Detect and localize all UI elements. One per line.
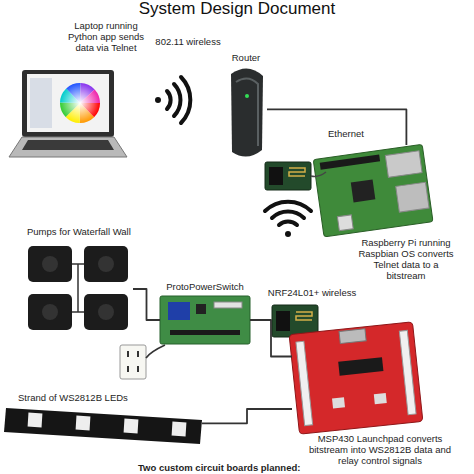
- gpio-header: [320, 154, 380, 169]
- router-illustration: [231, 68, 263, 156]
- msp-header: [399, 330, 416, 414]
- diagram-title: System Design Document: [0, 0, 474, 18]
- color-wheel: [60, 83, 100, 123]
- led-strip: [4, 408, 202, 444]
- laptop-illustration: [9, 70, 127, 157]
- pump: [84, 246, 128, 282]
- outlet-plate: [120, 345, 146, 379]
- button: [374, 393, 387, 404]
- button: [332, 397, 345, 408]
- led: [124, 419, 139, 434]
- usb-connector: [339, 329, 366, 344]
- pump-cord: [72, 264, 84, 312]
- component-caption: MSP430 Launchpad converts bitstream into…: [302, 433, 458, 466]
- led: [28, 413, 43, 428]
- component-node: Strand of WS2812B LEDs: [6, 408, 202, 442]
- laptop-keyboard: [22, 140, 114, 150]
- msp-header: [296, 341, 313, 425]
- router-body: [231, 68, 263, 156]
- wheel-center: [60, 83, 100, 123]
- app-panel: [30, 78, 52, 128]
- outlet-slot: [127, 351, 129, 357]
- laptop-base: [9, 137, 127, 157]
- cable-connector: [250, 320, 292, 357]
- pumps-illustration: [28, 246, 128, 330]
- switch-pcb: [160, 296, 250, 344]
- component-caption: Raspberry Pi running Raspbian OS convert…: [354, 237, 458, 281]
- pump-inlet: [98, 304, 114, 320]
- wifi-arc: [279, 221, 297, 225]
- component-caption: Router: [206, 52, 286, 63]
- outlet-slot: [137, 366, 139, 372]
- nrf-antenna: [296, 312, 312, 320]
- wifi-arc: [174, 84, 180, 116]
- outlet-slot: [127, 366, 129, 372]
- wifi-arc: [167, 91, 171, 109]
- wifi-arc: [265, 202, 311, 211]
- laptop-lid: [22, 70, 114, 137]
- wifi-arc: [181, 77, 190, 123]
- nrf-module: [265, 162, 311, 190]
- wifi-symbol: [265, 202, 311, 237]
- wifi-dot: [285, 231, 291, 237]
- raspberry-pi-illustration: [265, 144, 433, 237]
- power-cord: [146, 345, 165, 358]
- component-caption: Pumps for Waterfall Wall: [27, 226, 167, 237]
- switch-board-illustration: [160, 296, 250, 344]
- outlet-illustration: [120, 345, 165, 379]
- nrf-antenna: [289, 168, 305, 176]
- pump-inlet: [42, 256, 58, 272]
- relay: [168, 302, 190, 320]
- pump: [28, 294, 72, 330]
- pi-board: [313, 144, 433, 237]
- cable-connector: [202, 409, 292, 423]
- ethernet-port: [396, 182, 429, 212]
- msp-pcb: [289, 322, 423, 434]
- nrf-pins: [276, 311, 290, 331]
- component-node: Router: [225, 68, 267, 160]
- led-strip-illustration: [4, 408, 202, 444]
- component-caption: Laptop running Python app sends data via…: [60, 20, 152, 53]
- msp-chip: [338, 357, 383, 376]
- annotation-label: 802.11 wireless: [146, 36, 230, 47]
- header: [170, 330, 240, 335]
- pump: [84, 294, 128, 330]
- outlet-slot: [137, 351, 139, 357]
- component-caption: Strand of WS2812B LEDs: [18, 392, 168, 403]
- nrf-wire: [311, 172, 326, 177]
- component-node: Raspberry Pi running Raspbian OS convert…: [312, 145, 430, 235]
- router-highlight: [236, 78, 258, 146]
- wifi-arc: [272, 212, 304, 218]
- annotation-label: Two custom circuit boards planned:: [138, 462, 308, 473]
- component: [196, 304, 206, 314]
- annotation-label: NRF24L01+ wireless: [262, 287, 362, 298]
- led: [76, 416, 91, 431]
- nrf-pins: [269, 167, 283, 185]
- wifi-dot: [155, 97, 161, 103]
- laptop-screen: [27, 74, 109, 132]
- msp430-illustration: [289, 322, 423, 434]
- pi-connector: [337, 215, 353, 231]
- pi-chip: [351, 180, 376, 203]
- edge-label: Ethernet: [316, 128, 376, 139]
- terminal: [214, 302, 242, 308]
- cable-connector: [133, 289, 160, 320]
- pump-inlet: [98, 256, 114, 272]
- pump: [28, 246, 72, 282]
- cable-connector: [267, 109, 406, 145]
- component-node: ProtoPowerSwitch: [160, 296, 250, 344]
- component-node: MSP430 Launchpad converts bitstream into…: [292, 325, 420, 430]
- usb-port: [385, 151, 422, 178]
- pump-inlet: [42, 304, 58, 320]
- wifi-symbol: [155, 77, 190, 123]
- router-led: [245, 94, 249, 98]
- component-caption: ProtoPowerSwitch: [155, 281, 255, 292]
- component-node: Pumps for Waterfall Wall: [25, 245, 133, 333]
- led: [172, 422, 187, 437]
- component-node: Laptop running Python app sends data via…: [10, 68, 127, 160]
